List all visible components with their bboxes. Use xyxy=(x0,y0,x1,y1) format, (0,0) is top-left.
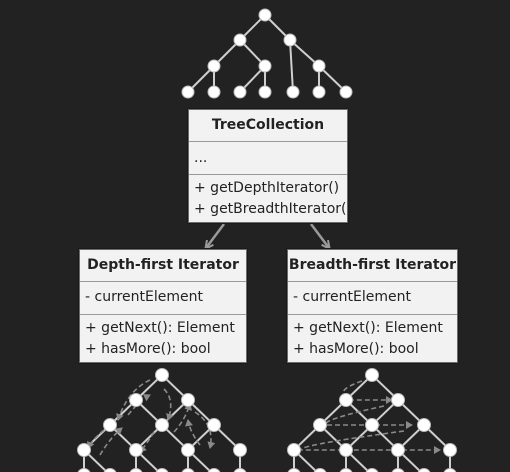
traversal-arrow xyxy=(99,427,123,456)
tree-node xyxy=(129,468,143,472)
tree-node xyxy=(233,85,247,99)
arrow-to-depth-iterator xyxy=(206,223,225,248)
method-get-next: + getNext(): Element xyxy=(293,320,443,336)
tree-node xyxy=(417,418,431,432)
tree-node xyxy=(129,393,143,407)
tree-node xyxy=(339,443,353,457)
tree-node xyxy=(155,468,169,472)
tree-node xyxy=(443,468,457,472)
traversal-arrow xyxy=(173,403,193,433)
tree-node xyxy=(207,59,221,73)
divider xyxy=(80,281,246,282)
tree-node xyxy=(233,33,247,47)
method-get-depth-iterator: + getDepthIterator() xyxy=(194,180,340,196)
tree-node xyxy=(312,85,326,99)
tree-node xyxy=(233,443,247,457)
tree-node xyxy=(77,468,91,472)
tree-node xyxy=(181,85,195,99)
traversal-arrow xyxy=(139,431,155,453)
traversal-arrow xyxy=(299,430,441,454)
tree-node xyxy=(155,418,169,432)
tree-node xyxy=(313,468,327,472)
tree-node xyxy=(391,443,405,457)
tree-node xyxy=(286,85,300,99)
fields-ellipsis: ... xyxy=(194,150,208,166)
tree-node xyxy=(129,443,143,457)
tree-node xyxy=(391,393,405,407)
breadth-first-iterator-class: Breadth-first Iterator - currentElement … xyxy=(287,249,458,363)
class-name: TreeCollection xyxy=(211,117,325,133)
traversal-arrow xyxy=(87,429,105,449)
arrow-to-breadth-iterator xyxy=(310,223,329,248)
tree-node xyxy=(233,468,247,472)
tree-node xyxy=(103,418,117,432)
tree-node xyxy=(207,418,221,432)
tree-node xyxy=(365,468,379,472)
divider xyxy=(288,314,457,315)
tree-node xyxy=(287,443,301,457)
tree-node xyxy=(103,468,117,472)
class-name: Breadth-first Iterator xyxy=(288,257,457,273)
tree-node xyxy=(339,393,353,407)
tree-node xyxy=(207,85,221,99)
method-get-breadth-iterator: + getBreadthIterator() xyxy=(194,201,352,217)
traversal-arrow xyxy=(116,379,151,421)
tree-node xyxy=(181,393,195,407)
method-has-more: + hasMore(): bool xyxy=(85,341,211,357)
field-current-element: - currentElement xyxy=(293,289,411,305)
tree-node xyxy=(181,468,195,472)
tree-collection-class: TreeCollection ... + getDepthIterator() … xyxy=(188,109,352,223)
divider xyxy=(80,314,246,315)
tree-node xyxy=(258,8,272,22)
method-has-more: + hasMore(): bool xyxy=(293,341,419,357)
tree-node xyxy=(339,468,353,472)
tree-node xyxy=(155,368,169,382)
tree-node xyxy=(258,59,272,73)
tree-node xyxy=(283,33,297,47)
divider xyxy=(288,281,457,282)
tree-node xyxy=(77,443,91,457)
tree-node xyxy=(365,418,379,432)
divider xyxy=(189,174,347,175)
divider xyxy=(189,141,347,142)
traversal-arrow xyxy=(324,405,413,429)
field-current-element: - currentElement xyxy=(85,289,203,305)
method-get-next: + getNext(): Element xyxy=(85,320,235,336)
class-name: Depth-first Iterator xyxy=(87,257,239,273)
tree-node xyxy=(313,418,327,432)
depth-first-iterator-class: Depth-first Iterator - currentElement + … xyxy=(79,249,247,363)
tree-node xyxy=(312,59,326,73)
tree-node xyxy=(391,468,405,472)
traversal-arrow xyxy=(163,388,174,421)
tree-node xyxy=(181,443,195,457)
tree-node xyxy=(417,468,431,472)
tree-node xyxy=(443,443,457,457)
tree-edge xyxy=(289,39,294,93)
traversal-arrow xyxy=(185,419,201,446)
tree-node xyxy=(365,368,379,382)
tree-node xyxy=(207,468,221,472)
tree-node xyxy=(287,468,301,472)
tree-node xyxy=(339,85,353,99)
tree-node xyxy=(258,85,272,99)
